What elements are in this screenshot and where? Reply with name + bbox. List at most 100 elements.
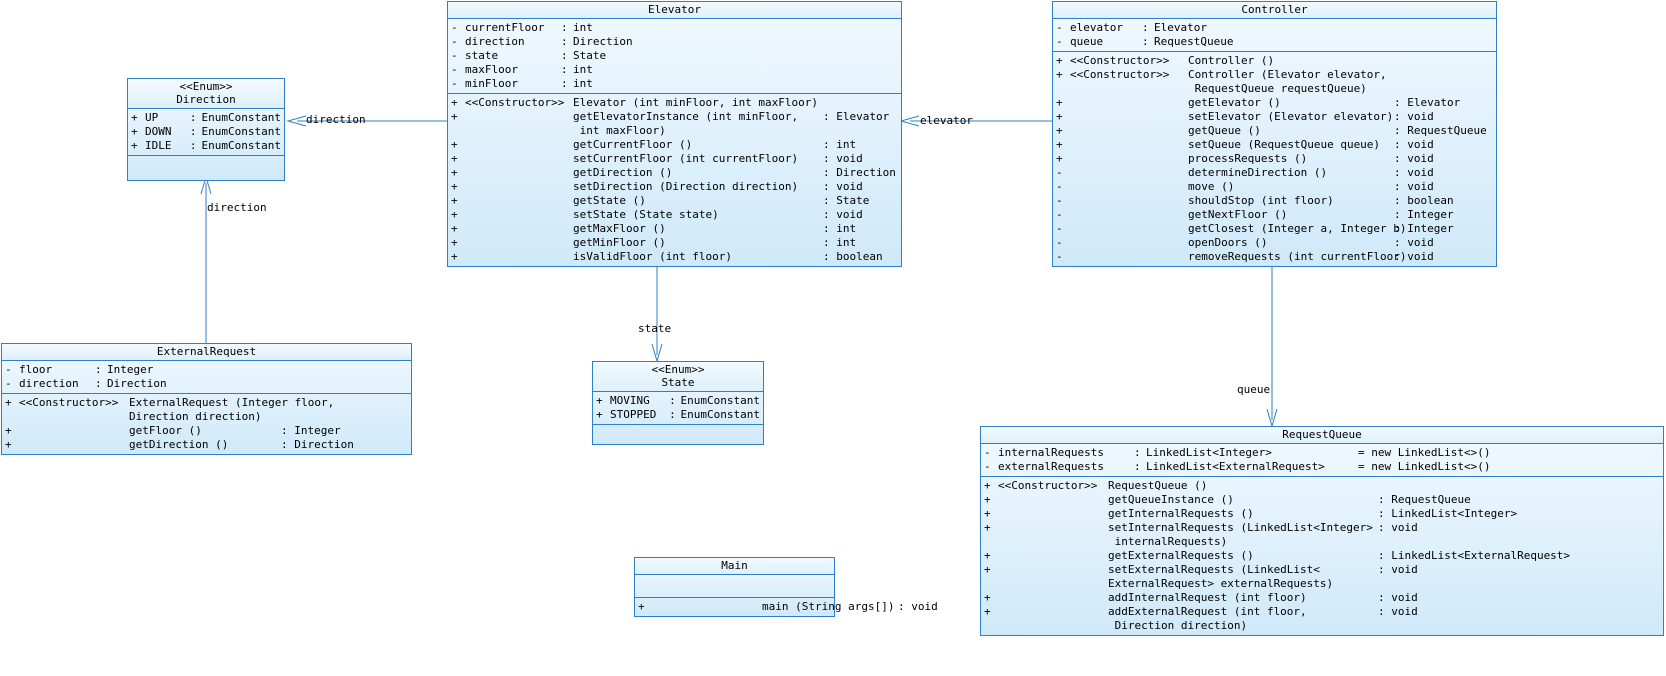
- fields-section-elevator: -currentFloor:int-direction:Direction-st…: [448, 19, 901, 94]
- method-return-type: : void: [1394, 152, 1434, 165]
- visibility: -: [5, 363, 12, 376]
- field-type: Direction: [573, 35, 633, 48]
- method-signature: RequestQueue requestQueue): [1188, 82, 1367, 95]
- method-row: +isValidFloor (int floor): boolean: [448, 250, 901, 264]
- method-return-type: : Elevator: [823, 110, 890, 123]
- method-row: +getState (): State: [448, 194, 901, 208]
- method-stereotype: [465, 180, 573, 194]
- method-row: +<<Constructor>>Controller (): [1053, 54, 1496, 68]
- class-box-controller[interactable]: Controller -elevator:Elevator-queue:Requ…: [1052, 1, 1497, 267]
- visibility: -: [1056, 250, 1063, 263]
- method-stereotype: [998, 563, 1108, 577]
- field-name: UP: [145, 111, 159, 124]
- separator: :: [669, 394, 676, 407]
- method-stereotype: <<Constructor>>: [19, 396, 119, 409]
- method-return-type: : void: [1394, 250, 1434, 263]
- field-type: Direction: [107, 377, 167, 390]
- method-return-type: : int: [823, 236, 857, 249]
- method-stereotype: [19, 438, 129, 452]
- method-return-type: : boolean: [823, 250, 883, 263]
- field-row: -minFloor:int: [448, 77, 901, 91]
- method-signature: setExternalRequests (LinkedList<: [1108, 563, 1320, 576]
- method-stereotype: [1070, 152, 1188, 166]
- separator: :: [1134, 446, 1141, 459]
- method-row: +getQueueInstance (): RequestQueue: [981, 493, 1663, 507]
- method-signature: Controller (): [1188, 54, 1275, 67]
- visibility: +: [131, 111, 138, 124]
- class-box-direction[interactable]: <<Enum>>Direction +UP:EnumConstant +DOWN…: [127, 78, 285, 181]
- field-type: LinkedList<ExternalRequest>: [1146, 460, 1325, 473]
- class-box-requestqueue[interactable]: RequestQueue -internalRequests:LinkedLis…: [980, 426, 1664, 636]
- method-return-type: : LinkedList<Integer>: [1378, 507, 1518, 520]
- class-box-main[interactable]: Main +main (String args[]): void: [634, 557, 938, 617]
- method-return-type: : int: [823, 138, 857, 151]
- visibility: -: [1056, 222, 1063, 235]
- method-signature: setCurrentFloor (int currentFloor): [573, 152, 799, 165]
- method-signature: getCurrentFloor (): [573, 138, 693, 151]
- method-row: +getExternalRequests (): LinkedList<Exte…: [981, 549, 1663, 563]
- method-stereotype: [998, 507, 1108, 521]
- class-box-state[interactable]: <<Enum>>State +MOVING:EnumConstant +STOP…: [592, 361, 764, 445]
- class-name: Direction: [176, 93, 236, 106]
- methods-section-elevator: +<<Constructor>>Elevator (int minFloor, …: [448, 94, 901, 266]
- class-box-externalrequest[interactable]: ExternalRequest -floor:Integer-direction…: [1, 343, 412, 455]
- visibility: +: [984, 507, 991, 520]
- separator: :: [95, 363, 102, 376]
- method-return-type: : void: [1378, 521, 1418, 534]
- visibility: -: [451, 63, 458, 76]
- method-stereotype: <<Constructor>>: [998, 479, 1098, 492]
- separator: :: [1142, 21, 1149, 34]
- method-signature: setInternalRequests (LinkedList<Integer>: [1108, 521, 1373, 534]
- field-type: State: [573, 49, 607, 62]
- method-row: -shouldStop (int floor): boolean: [1053, 194, 1496, 208]
- method-signature: getDirection (): [573, 166, 673, 179]
- method-signature: getElevator (): [1188, 96, 1281, 109]
- method-return-type: : Integer: [1394, 222, 1454, 235]
- method-stereotype: [1070, 124, 1188, 138]
- method-stereotype: [465, 194, 573, 208]
- method-return-type: : void: [823, 208, 863, 221]
- method-row: int maxFloor): [448, 124, 901, 138]
- field-row: -direction:Direction: [2, 377, 411, 391]
- method-stereotype: [1070, 138, 1188, 152]
- visibility: -: [984, 460, 991, 473]
- method-stereotype: [465, 138, 573, 152]
- field-name: internalRequests: [998, 446, 1104, 459]
- fields-section-main: [635, 575, 834, 598]
- class-header-externalrequest: ExternalRequest: [2, 344, 411, 361]
- field-row: -queue:RequestQueue: [1053, 35, 1496, 49]
- separator: :: [189, 111, 197, 124]
- field-row: -currentFloor:int: [448, 21, 901, 35]
- separator: :: [561, 35, 568, 48]
- methods-section-externalrequest: +<<Constructor>>ExternalRequest (Integer…: [2, 394, 411, 454]
- method-stereotype: <<Constructor>>: [1070, 54, 1170, 67]
- field-name: currentFloor: [465, 21, 545, 34]
- methods-section-controller: +<<Constructor>>Controller ()+<<Construc…: [1053, 52, 1496, 266]
- fields-section-direction: +UP:EnumConstant +DOWN:EnumConstant +IDL…: [128, 109, 284, 156]
- field-name: MOVING: [610, 394, 650, 407]
- method-return-type: : RequestQueue: [1394, 124, 1487, 137]
- visibility: +: [451, 222, 458, 235]
- method-signature: getState (): [573, 194, 646, 207]
- field-row: + UP: EnumConstant: [128, 111, 284, 125]
- method-row: internalRequests): [981, 535, 1663, 549]
- separator: :: [189, 139, 197, 152]
- method-signature: getFloor (): [129, 424, 202, 437]
- method-signature: getQueueInstance (): [1108, 493, 1234, 506]
- method-return-type: : Integer: [281, 424, 341, 437]
- visibility: +: [451, 138, 458, 151]
- method-row: +setExternalRequests (LinkedList<: void: [981, 563, 1663, 577]
- method-signature: setQueue (RequestQueue queue): [1188, 138, 1381, 151]
- method-row: -determineDirection (): void: [1053, 166, 1496, 180]
- method-signature: getMaxFloor (): [573, 222, 666, 235]
- visibility: +: [984, 549, 991, 562]
- methods-section-state: [593, 425, 763, 444]
- field-name: queue: [1070, 35, 1104, 48]
- fields-section-state: +MOVING:EnumConstant +STOPPED:EnumConsta…: [593, 392, 763, 425]
- field-type: EnumConstant: [201, 111, 281, 124]
- class-box-elevator[interactable]: Elevator -currentFloor:int-direction:Dir…: [447, 1, 902, 267]
- field-row: +MOVING:EnumConstant: [593, 394, 763, 408]
- method-signature: move (): [1188, 180, 1235, 193]
- method-return-type: : RequestQueue: [1378, 493, 1471, 506]
- visibility: +: [5, 396, 12, 409]
